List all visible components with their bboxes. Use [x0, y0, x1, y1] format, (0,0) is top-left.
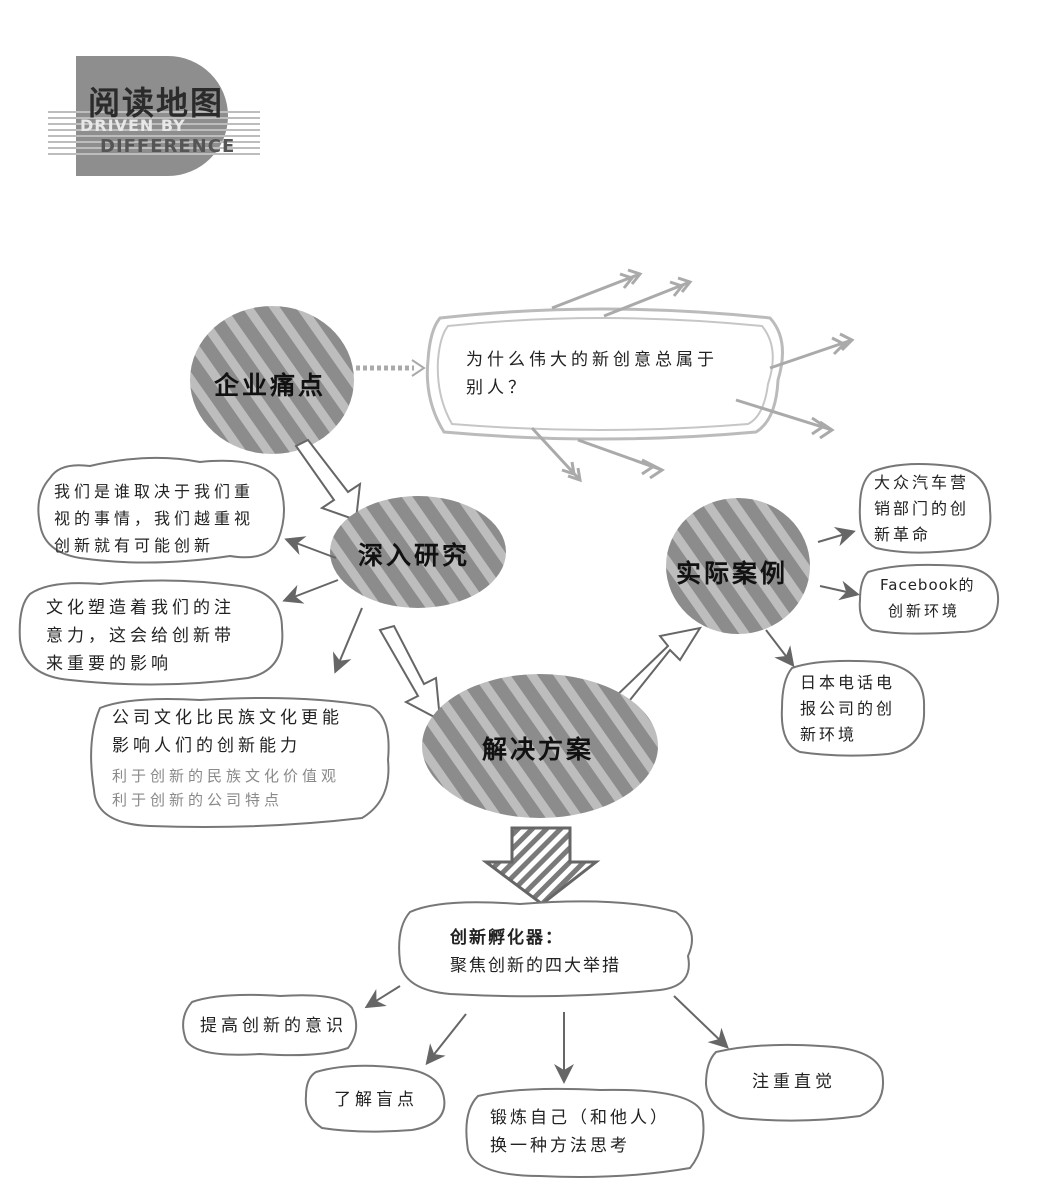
question-frame [425, 307, 784, 441]
measure-1: 提高创新的意识 [200, 1016, 347, 1036]
pain-bubble [190, 306, 354, 454]
case-cloud-1 [858, 463, 992, 554]
research-point-1: 我们是谁取决于我们重 视的事情，我们越重视 创新就有可能创新 [54, 482, 255, 555]
measure-cloud-1 [182, 993, 358, 1057]
node-research: 深入研究 [358, 541, 471, 570]
cases-bubble [666, 498, 810, 634]
case-3: 日本电话电 报公司的创 新环境 [800, 673, 896, 744]
down-arrow [481, 826, 601, 906]
research-point-2: 文化塑造着我们的注 意力，这会给创新带 来重要的影响 [46, 598, 235, 674]
arrow-pain-to-research [294, 438, 362, 522]
case-cloud-3 [780, 659, 926, 757]
arrow-research-to-solution [378, 624, 442, 722]
measure-cloud-3 [465, 1087, 705, 1178]
research-cloud-3 [90, 697, 390, 828]
header-badge [48, 56, 260, 176]
measure-cloud-4 [704, 1043, 884, 1122]
research-cloud-2 [18, 579, 284, 686]
incubator-text: 创新孵化器： 聚焦创新的四大举措 [450, 928, 621, 976]
case-1: 大众汽车营 销部门的创 新革命 [874, 473, 970, 544]
research-cloud-1 [37, 456, 285, 564]
thin-arrows [282, 526, 860, 1084]
measure-cloud-2 [304, 1064, 446, 1133]
research-bubble [330, 496, 506, 608]
node-solution: 解决方案 [482, 735, 595, 764]
research-point-3: 公司文化比民族文化更能 影响人们的创新能力 利于创新的民族文化价值观 利于创新的… [112, 708, 343, 809]
header-en-line2: DIFFERENCE [100, 136, 236, 157]
question-text: 为什么伟大的新创意总属于 别人？ [466, 350, 718, 398]
solution-bubble [422, 674, 658, 818]
case-2: Facebook的 创新环境 [880, 576, 975, 620]
incubator-cloud [398, 900, 693, 998]
node-pain: 企业痛点 [214, 371, 327, 400]
header-en-line1: DRIVEN BY [80, 116, 186, 135]
measure-4: 注重直觉 [752, 1072, 836, 1092]
header-title: 阅读地图 [88, 84, 225, 122]
dotted-connector [356, 359, 426, 377]
node-cases: 实际案例 [676, 559, 789, 588]
measure-2: 了解盲点 [334, 1090, 418, 1110]
case-cloud-2 [858, 563, 1000, 635]
target-arrows [530, 268, 855, 483]
measure-3: 锻炼自己（和他人） 换一种方法思考 [490, 1108, 670, 1156]
